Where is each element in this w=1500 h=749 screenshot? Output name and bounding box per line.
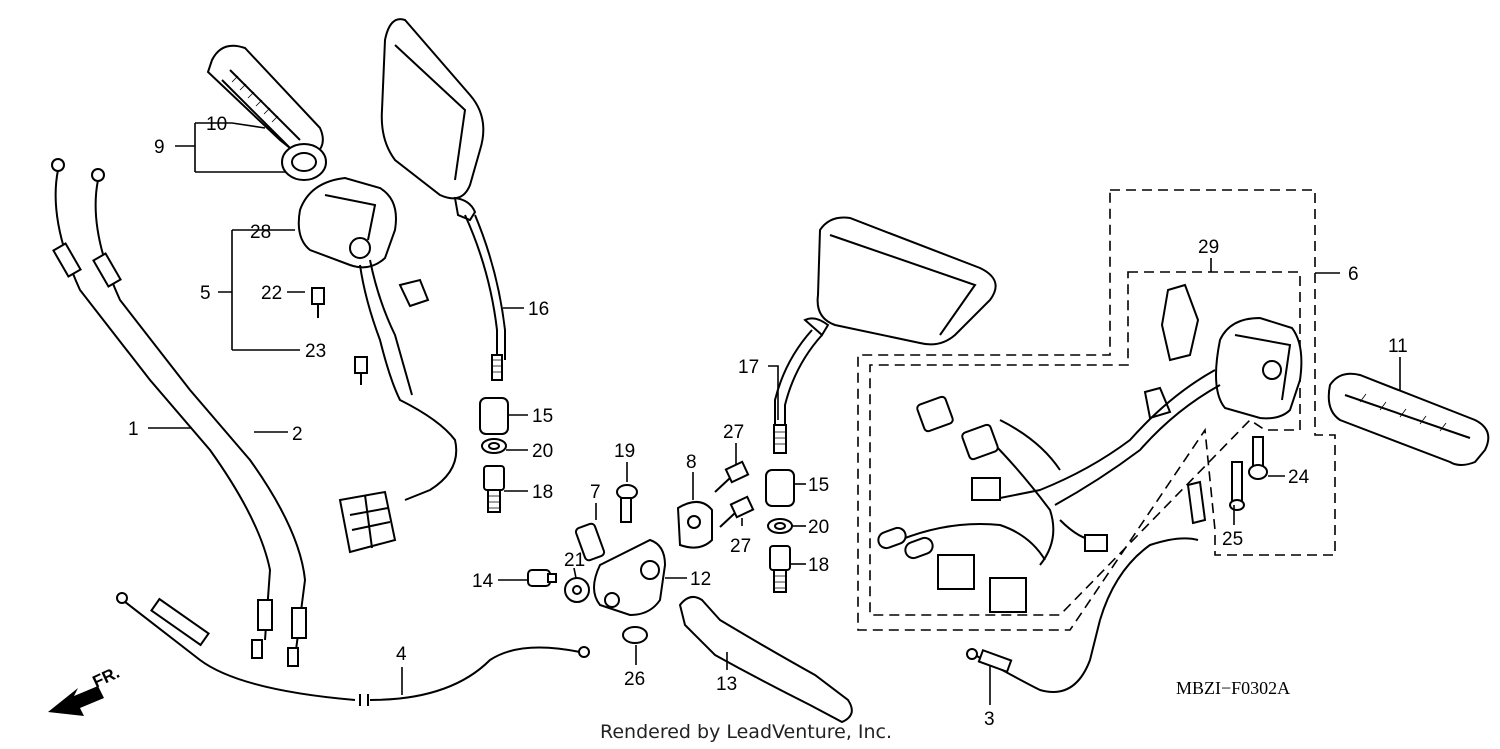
callout-3: 3	[984, 709, 995, 730]
front-direction-label: FR.	[90, 663, 123, 692]
callout-2: 2	[292, 424, 303, 445]
callout-labels: 9 10 28 5 22 23 1 2 16 17 15 20 18 15 20…	[128, 114, 1408, 730]
callout-6: 6	[1348, 264, 1359, 285]
callout-18a: 18	[532, 482, 553, 503]
callout-22: 22	[261, 283, 282, 304]
brake-switch-cable	[966, 480, 1207, 693]
callout-20a: 20	[532, 441, 553, 462]
callout-5: 5	[200, 283, 211, 304]
callout-23: 23	[305, 341, 326, 362]
callout-17: 17	[738, 357, 759, 378]
callout-21: 21	[564, 550, 585, 571]
callout-16: 16	[528, 299, 549, 320]
callout-25: 25	[1222, 529, 1243, 550]
right-grip	[1327, 372, 1490, 466]
lever-bracket	[593, 538, 667, 617]
callout-9: 9	[154, 137, 165, 158]
callout-20b: 20	[808, 517, 829, 538]
callout-18b: 18	[808, 555, 829, 576]
callout-24: 24	[1288, 467, 1310, 488]
callout-1: 1	[128, 419, 139, 440]
throttle-cables	[51, 158, 307, 667]
callout-15b: 15	[808, 475, 829, 496]
callout-19: 19	[614, 441, 635, 462]
callout-14: 14	[472, 571, 494, 592]
right-mirror	[773, 216, 997, 454]
clutch-cable	[116, 592, 590, 706]
switch-screws	[1229, 436, 1268, 511]
leader-lines	[148, 122, 1401, 705]
callout-28: 28	[250, 222, 271, 243]
callout-12: 12	[690, 569, 711, 590]
callout-15a: 15	[532, 406, 553, 427]
callout-4: 4	[396, 644, 407, 665]
credit-text: Rendered by LeadVenture, Inc.	[600, 721, 892, 743]
right-rubber-boot	[765, 469, 795, 593]
callout-29: 29	[1198, 237, 1219, 258]
callout-11: 11	[1388, 336, 1408, 357]
harness-inner-box	[869, 271, 1301, 616]
throttle-grip	[206, 44, 327, 181]
callout-7: 7	[590, 482, 601, 503]
front-direction-arrow: FR.	[48, 663, 123, 716]
harness-outer-box	[857, 189, 1336, 631]
callout-27a: 27	[723, 422, 744, 443]
brake-lever	[678, 595, 853, 724]
small-hardware	[311, 287, 755, 644]
callout-8: 8	[686, 452, 697, 473]
left-switch-housing	[297, 176, 458, 554]
left-mirror	[380, 18, 506, 381]
right-switch-housing	[1143, 283, 1303, 420]
callout-10: 10	[206, 114, 227, 135]
callout-27b: 27	[730, 536, 751, 557]
callout-26: 26	[624, 669, 645, 690]
left-rubber-boot	[479, 397, 509, 513]
wiring-harness	[877, 369, 1221, 613]
callout-13: 13	[716, 674, 737, 695]
diagram-code: MBZI−F0302A	[1176, 678, 1290, 698]
